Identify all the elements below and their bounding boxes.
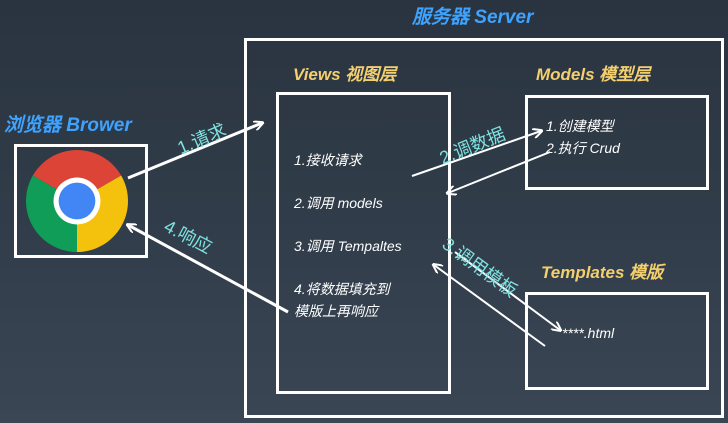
models-step-2: 2.执行 Crud [546,140,620,156]
browser-box [14,144,148,258]
views-title: Views 视图层 [293,65,397,84]
return-template-arrow [434,265,546,347]
response-arrow [128,225,289,314]
request-arrow [127,123,262,180]
templates-title: Templates 模版 [541,263,664,282]
call-template-arrow [454,251,560,330]
views-step-1: 1.接收请求 [294,152,362,168]
server-title: 服务器 Server [412,7,534,28]
browser-title: 浏览器 Brower [4,115,132,136]
views-step-4: 4.将数据填充到 [294,281,390,297]
views-step-3: 3.调用 Tempaltes [294,238,402,254]
call-data-arrow [411,131,541,177]
templates-file: ****.html [562,325,615,341]
chrome-logo-icon [26,150,128,252]
views-step-2: 2.调用 models [294,195,383,211]
templates-box [525,292,709,390]
views-box [276,92,451,394]
return-data-arrow [448,151,551,193]
models-box [525,95,709,190]
models-step-1: 1.创建模型 [546,118,614,134]
models-title: Models 模型层 [536,65,651,84]
views-step-4b: 模版上再响应 [294,303,378,319]
server-box [244,38,724,418]
